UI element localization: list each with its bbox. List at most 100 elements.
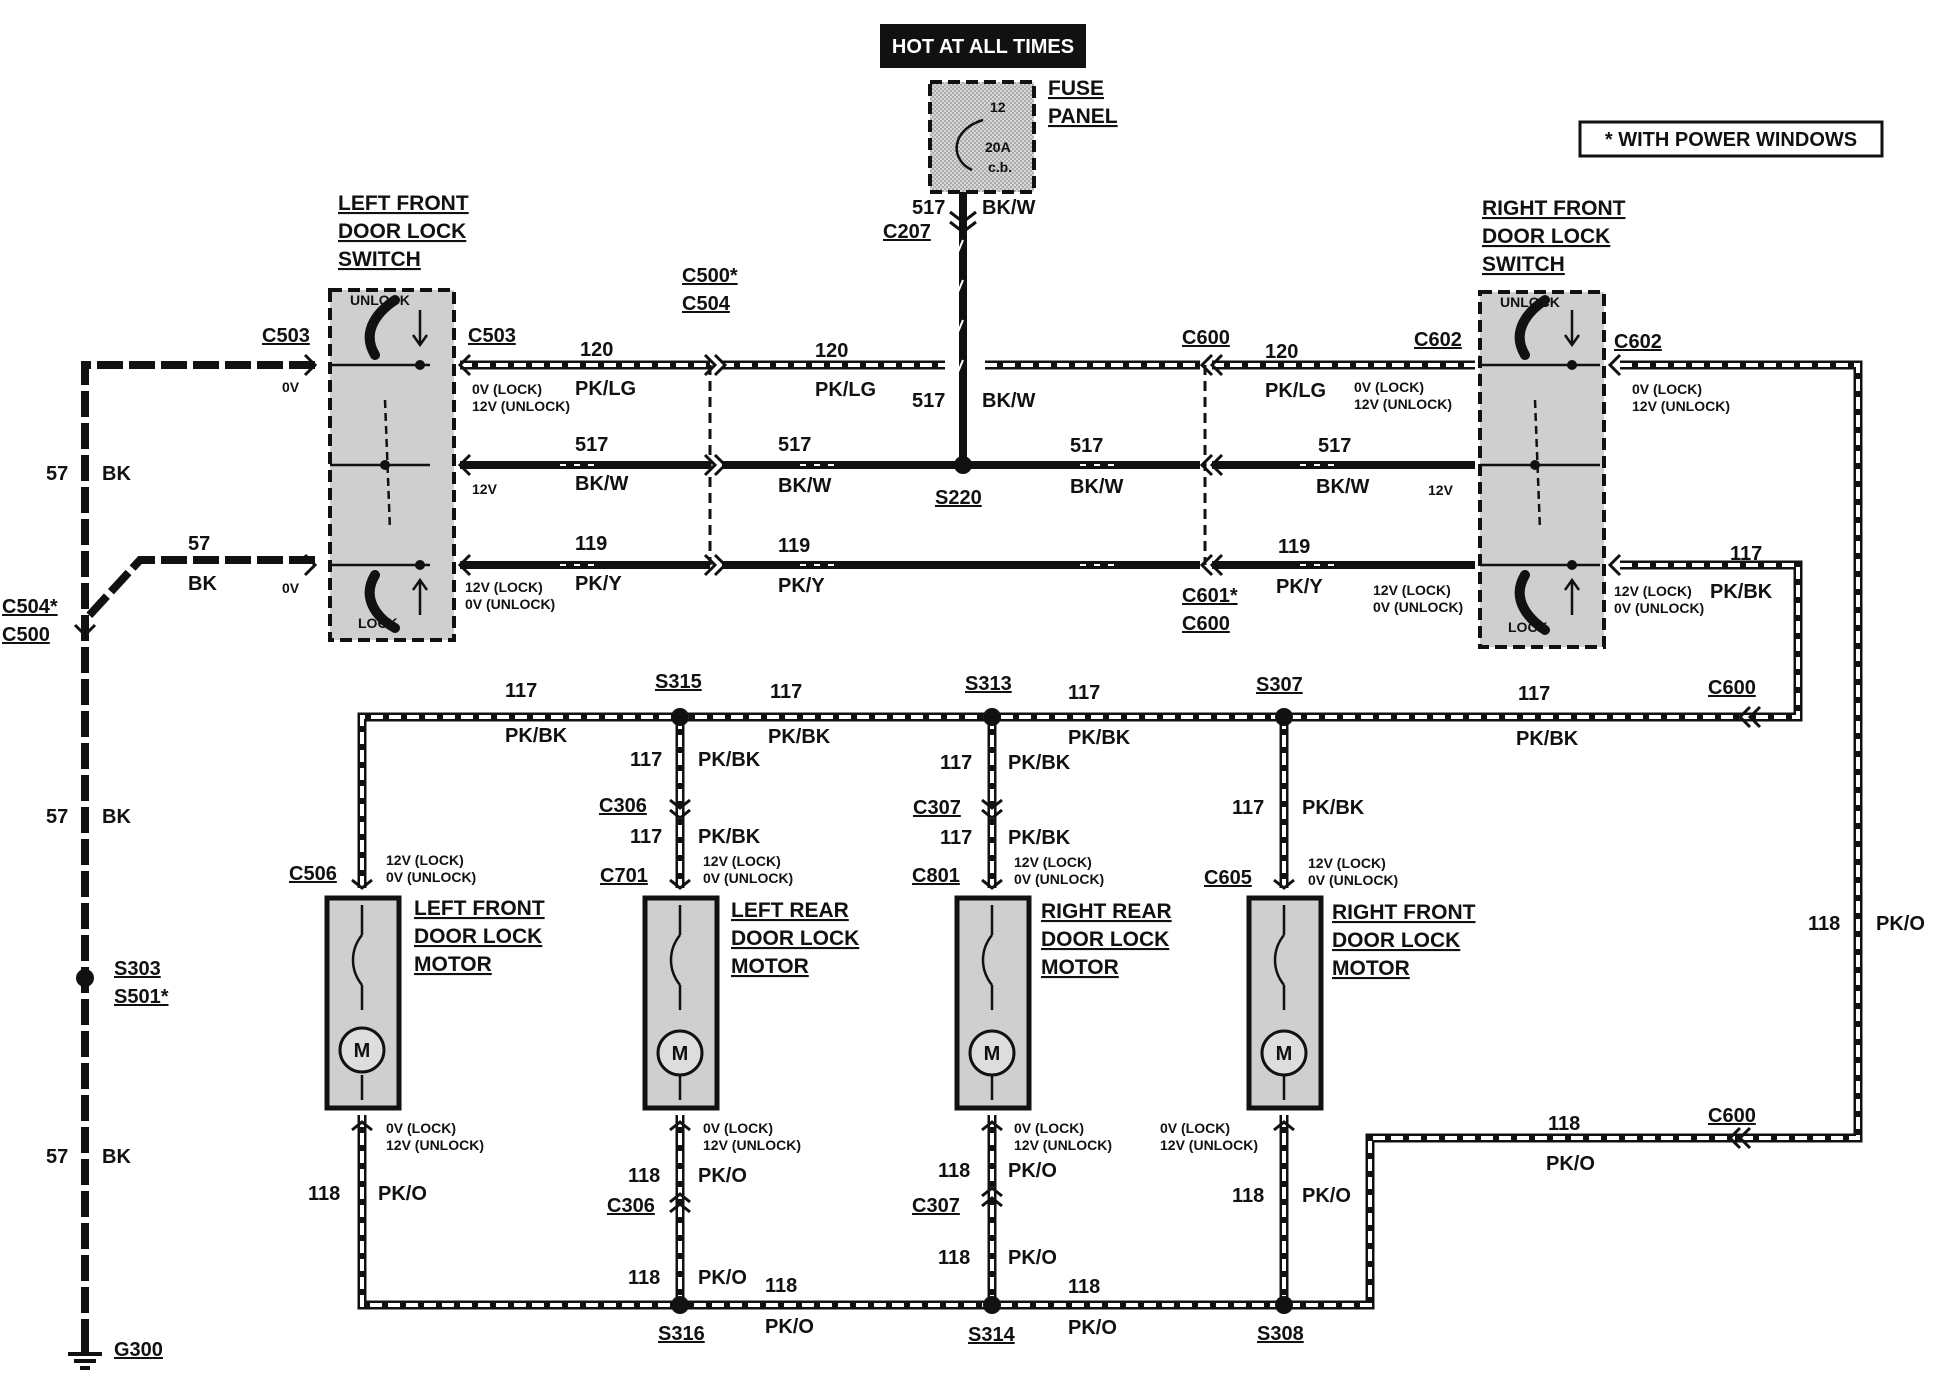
voltage-119-unlock-right: 0V (UNLOCK)	[1373, 599, 1463, 615]
motor-icon	[968, 1029, 1016, 1077]
voltage-120-lock-left: 0V (LOCK)	[472, 381, 542, 397]
circuit-pko-rr-1: PK/O	[1008, 1160, 1057, 1182]
circuit-bkw-mid: BK/W	[982, 390, 1035, 412]
fuse-number: 12	[990, 99, 1006, 115]
c504-c500-connector-symbol	[73, 623, 97, 638]
voltage-120-unlock-left: 12V (UNLOCK)	[472, 398, 570, 414]
left-switch-title-2: DOOR LOCK	[338, 220, 466, 243]
rr-motor-title-2: DOOR LOCK	[1041, 928, 1169, 951]
connector-c801: C801	[912, 865, 960, 887]
circuit-pko-bus-a: PK/O	[765, 1316, 814, 1338]
fuse-title-line1: FUSE	[1048, 77, 1104, 100]
circuit-118-rf: 118	[1232, 1185, 1264, 1207]
voltage-lf-bottom-lock: 0V (LOCK)	[386, 1120, 456, 1136]
circuit-pklg-c: PK/LG	[1265, 380, 1326, 402]
connector-c602-left: C602	[1414, 329, 1462, 351]
rr-motor-title-1: RIGHT REAR	[1041, 900, 1172, 923]
connector-c601-star: C601*	[1182, 585, 1238, 607]
ground-g300-label: G300	[114, 1339, 163, 1361]
voltage-119-lock-left: 12V (LOCK)	[465, 579, 543, 595]
circuit-pkbk-c: PK/BK	[1068, 727, 1131, 749]
circuit-pkbk-rr-2: PK/BK	[1008, 827, 1071, 849]
c500-c504-connector-symbols	[703, 353, 728, 577]
wire-117-right-inner	[1620, 563, 1800, 719]
hot-at-all-times-label: HOT AT ALL TIMES	[880, 24, 1086, 68]
circuit-pklg-b: PK/LG	[815, 379, 876, 401]
connector-c600-top: C600	[1182, 327, 1230, 349]
motor-icon	[656, 1029, 704, 1077]
circuit-57-a: 57	[46, 463, 68, 485]
left-switch-title-3: SWITCH	[338, 248, 421, 271]
right-front-door-lock-switch: UNLOCK LOCK	[1478, 290, 1606, 649]
circuit-118-rr-2: 118	[938, 1247, 970, 1269]
circuit-pkbk-d: PK/BK	[1516, 728, 1579, 750]
splice-s308-label: S308	[1257, 1323, 1304, 1345]
circuit-bkw-b: BK/W	[778, 475, 831, 497]
circuit-pkbk-a: PK/BK	[505, 725, 568, 747]
connector-c306-upper: C306	[599, 795, 647, 817]
ground-g300-icon	[68, 1340, 102, 1370]
circuit-120-a: 120	[580, 339, 613, 361]
right-switch-title-1: RIGHT FRONT	[1482, 197, 1626, 220]
wire-57-ground-main	[81, 361, 315, 1350]
circuit-117-lr-1: 117	[630, 749, 662, 771]
circuit-pklg-a: PK/LG	[575, 378, 636, 400]
circuit-117-c: 117	[1068, 682, 1100, 704]
left-rear-door-lock-motor: M	[642, 895, 720, 1111]
c306-c307-lower-connector-symbols	[669, 1186, 1003, 1214]
voltage-lr-bottom-lock: 0V (LOCK)	[703, 1120, 773, 1136]
voltage-left-bottom: 0V	[282, 580, 300, 596]
voltage-117-lock-right: 12V (LOCK)	[1614, 583, 1692, 599]
circuit-118-bus-b: 118	[1068, 1276, 1100, 1298]
voltage-rr-bottom-lock: 0V (LOCK)	[1014, 1120, 1084, 1136]
voltage-120-lock-right: 0V (LOCK)	[1354, 379, 1424, 395]
voltage-lr-top-unlock: 0V (UNLOCK)	[703, 870, 793, 886]
right-switch-lock-label: LOCK	[1508, 619, 1548, 635]
voltage-lr-top-lock: 12V (LOCK)	[703, 853, 781, 869]
c600-118-connector-symbol	[1727, 1126, 1752, 1150]
connector-c504-star: C504*	[2, 596, 58, 618]
voltage-rr-top-unlock: 0V (UNLOCK)	[1014, 871, 1104, 887]
motor-upper-connector-symbols	[351, 878, 1295, 890]
connector-c506: C506	[289, 863, 337, 885]
left-front-door-lock-switch: UNLOCK LOCK	[328, 288, 456, 642]
rf-motor-title-3: MOTOR	[1332, 957, 1410, 980]
splice-s307-label: S307	[1256, 674, 1303, 696]
hot-at-all-times-text: HOT AT ALL TIMES	[892, 36, 1074, 58]
circuit-bk-c: BK	[102, 806, 131, 828]
motor-symbol: M	[984, 1043, 1001, 1065]
wire-118-right-outer	[1620, 360, 1863, 1143]
circuit-117-rf: 117	[1232, 797, 1264, 819]
circuit-pko-bus-b: PK/O	[1068, 1317, 1117, 1339]
lf-motor-title-2: DOOR LOCK	[414, 925, 542, 948]
wire-117-drops-inner	[678, 717, 1286, 888]
connector-c306-lower: C306	[607, 1195, 655, 1217]
connector-c503-left: C503	[262, 325, 310, 347]
voltage-rr-bottom-unlock: 12V (UNLOCK)	[1014, 1137, 1112, 1153]
voltage-lf-top-unlock: 0V (UNLOCK)	[386, 869, 476, 885]
splice-s501-label: S501*	[114, 986, 169, 1008]
circuit-bk-a: BK	[102, 463, 131, 485]
splice-s303-label: S303	[114, 958, 161, 980]
fuse-panel: 12 20A c.b.	[928, 80, 1036, 194]
circuit-bk-b: BK	[188, 573, 217, 595]
fuse-type: c.b.	[988, 159, 1012, 175]
connector-c500: C500	[2, 624, 50, 646]
motor-symbol: M	[354, 1040, 371, 1062]
voltage-517-left: 12V	[472, 481, 498, 497]
circuit-119-a: 119	[575, 533, 607, 555]
circuit-517-d: 517	[1318, 435, 1351, 457]
voltage-rf-bottom-lock: 0V (LOCK)	[1160, 1120, 1230, 1136]
rr-motor-title-3: MOTOR	[1041, 956, 1119, 979]
motor-icon	[1260, 1029, 1308, 1077]
circuit-bkw-d: BK/W	[1316, 476, 1369, 498]
lf-motor-title-3: MOTOR	[414, 953, 492, 976]
circuit-pkbk-rr-1: PK/BK	[1008, 752, 1071, 774]
circuit-pko-rf: PK/O	[1302, 1185, 1351, 1207]
circuit-117-right: 117	[1730, 543, 1762, 565]
splice-s313-label: S313	[965, 673, 1012, 695]
circuit-117-rr-2: 117	[940, 827, 972, 849]
circuit-bkw-a: BK/W	[575, 473, 628, 495]
connector-c207: C207	[883, 221, 931, 243]
